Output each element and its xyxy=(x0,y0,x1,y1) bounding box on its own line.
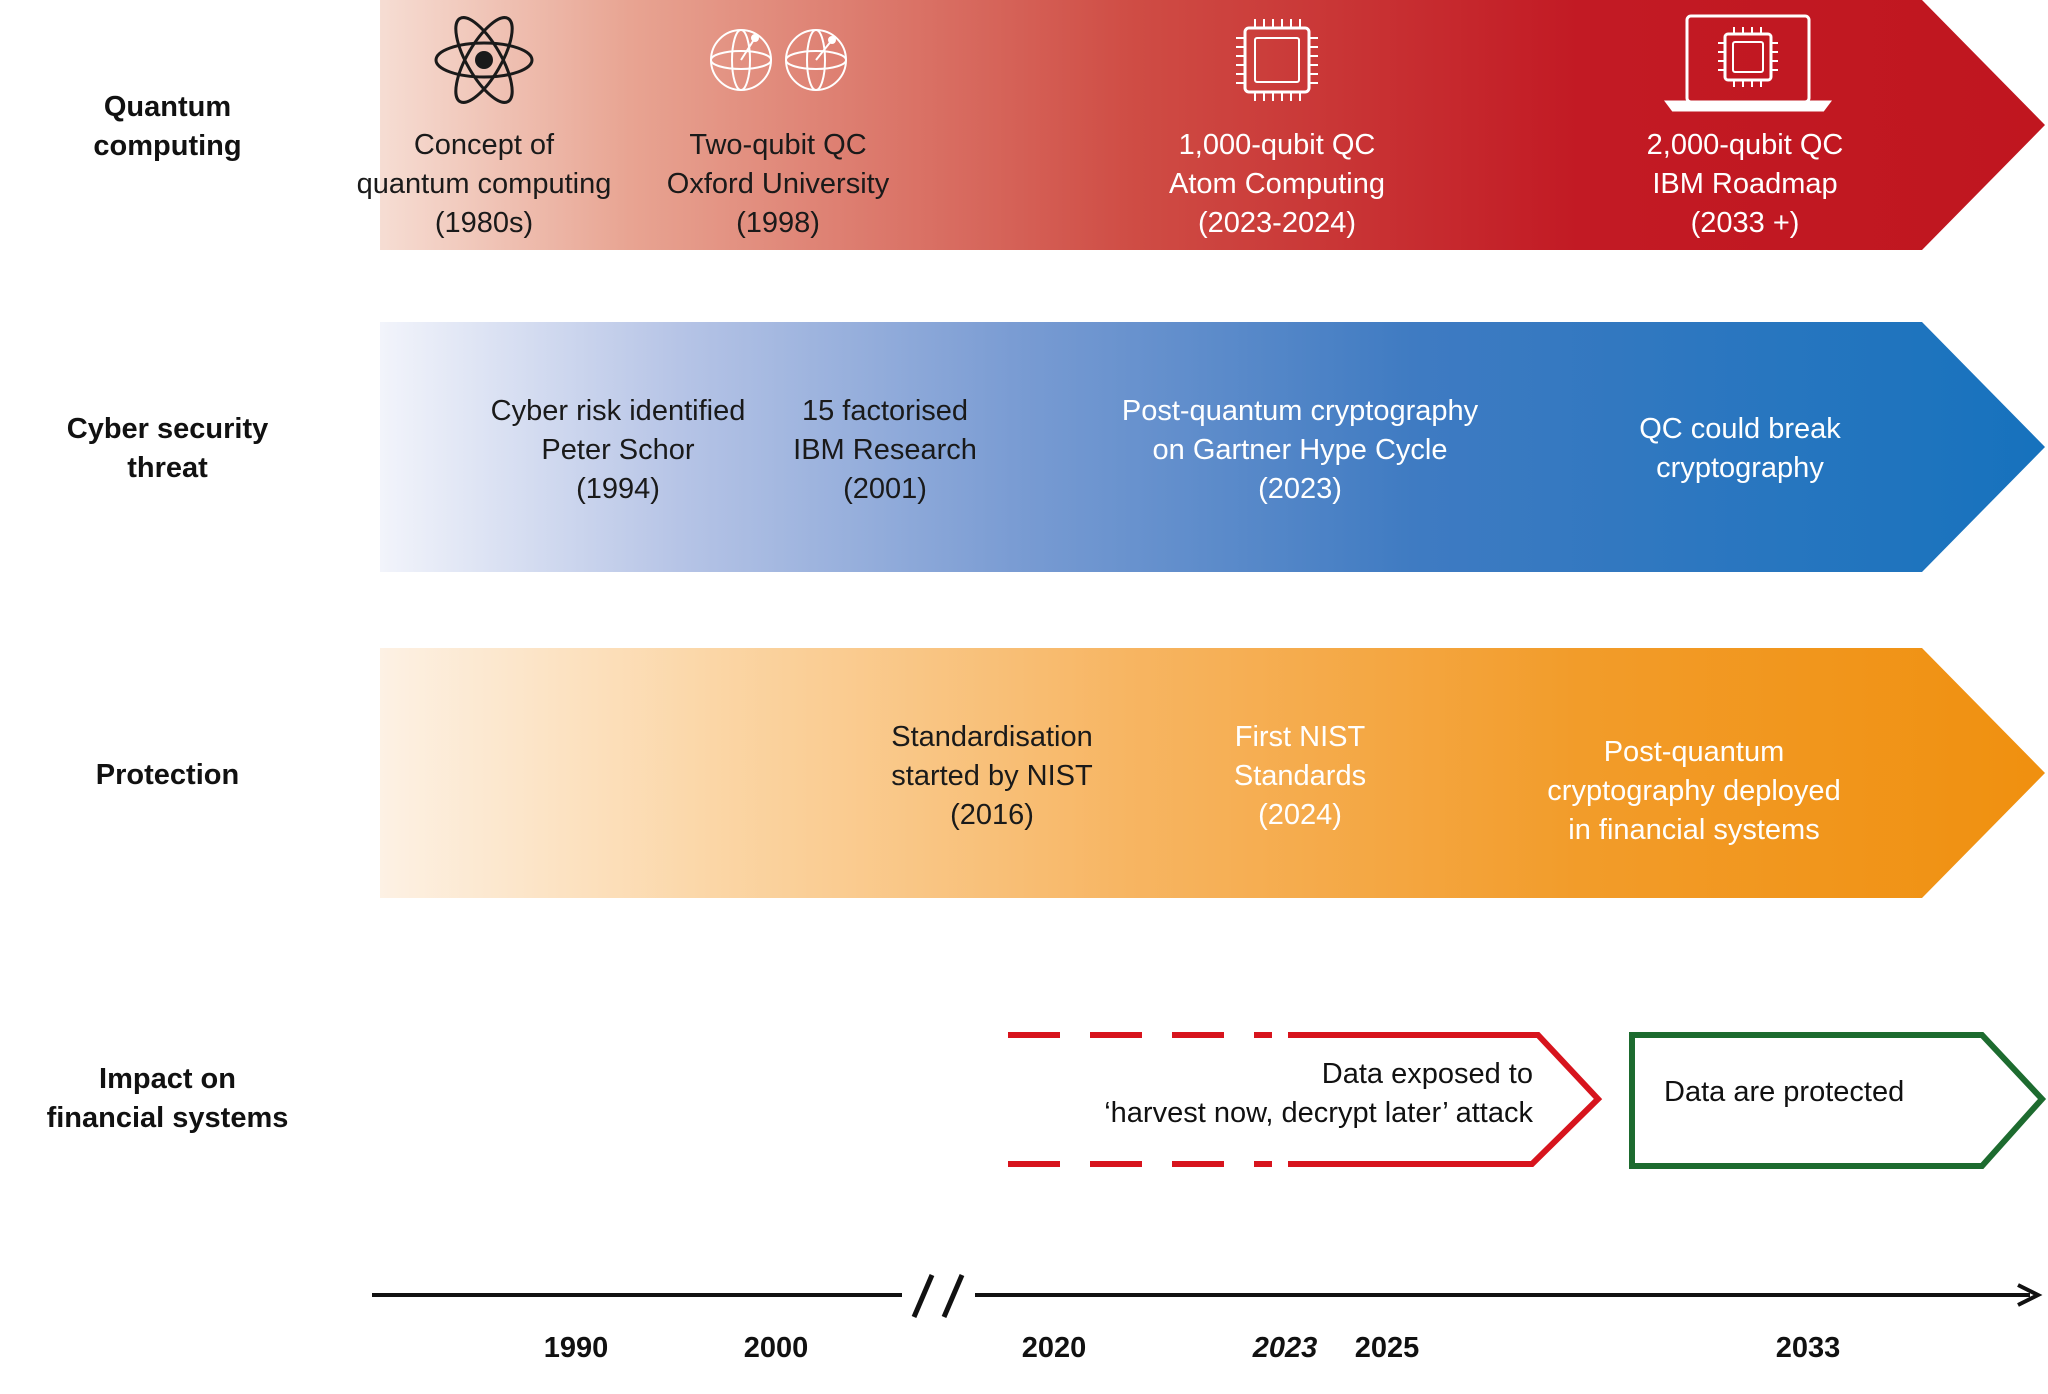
protection-item-deployed: Post-quantum cryptography deployed in fi… xyxy=(1547,736,1841,846)
chip-icon xyxy=(1236,19,1318,101)
atom-icon xyxy=(434,16,534,104)
bloch-sphere-icon xyxy=(710,29,847,91)
quantum-item-two-qubit: Two-qubit QC Oxford University (1998) xyxy=(666,129,890,239)
tick-label-2033: 2033 xyxy=(1775,1332,1841,1364)
quantum-arrow xyxy=(380,0,2045,250)
row-label-cyber: Cyber security threat xyxy=(66,413,269,484)
tick-label-2000: 2000 xyxy=(743,1332,809,1364)
quantum-item-concept: Concept of quantum computing (1980s) xyxy=(356,129,612,239)
tick-label-2020: 2020 xyxy=(1021,1332,1087,1364)
cyber-item-risk-identified: Cyber risk identified Peter Schor (1994) xyxy=(490,395,746,505)
quantum-item-1000-qubit: 1,000-qubit QC Atom Computing (2023-2024… xyxy=(1169,129,1385,239)
row-label-impact: Impact on financial systems xyxy=(46,1063,289,1134)
laptop-chip-icon xyxy=(1664,14,1832,112)
axis-break-mark-right xyxy=(941,1274,965,1318)
cyber-item-qc-break: QC could break cryptography xyxy=(1639,413,1841,484)
row-label-protection: Protection xyxy=(95,759,240,791)
time-axis xyxy=(372,1274,2043,1318)
protected-arrow xyxy=(1629,1032,2047,1169)
row-label-quantum: Quantum computing xyxy=(93,91,242,162)
protection-arrow xyxy=(380,648,2045,898)
tick-label-1990: 1990 xyxy=(543,1332,609,1364)
cyber-item-15-factorised: 15 factorised IBM Research (2001) xyxy=(793,395,977,505)
tick-label-2023: 2023 xyxy=(1252,1332,1318,1364)
tick-label-2025: 2025 xyxy=(1354,1332,1420,1364)
quantum-item-2000-qubit: 2,000-qubit QC IBM Roadmap (2033 +) xyxy=(1646,129,1844,239)
protection-item-first-nist: First NIST Standards (2024) xyxy=(1233,721,1367,831)
axis-break-mark-left xyxy=(911,1274,935,1318)
exposed-label: Data exposed to ‘harvest now, decrypt la… xyxy=(1104,1058,1533,1129)
cyber-arrow xyxy=(380,322,2045,572)
protection-item-standardisation: Standardisation started by NIST (2016) xyxy=(891,721,1093,831)
protected-label: Data are protected xyxy=(1664,1076,1905,1108)
exposed-arrow xyxy=(1008,1032,1603,1167)
cyber-item-gartner: Post-quantum cryptography on Gartner Hyp… xyxy=(1121,395,1479,505)
